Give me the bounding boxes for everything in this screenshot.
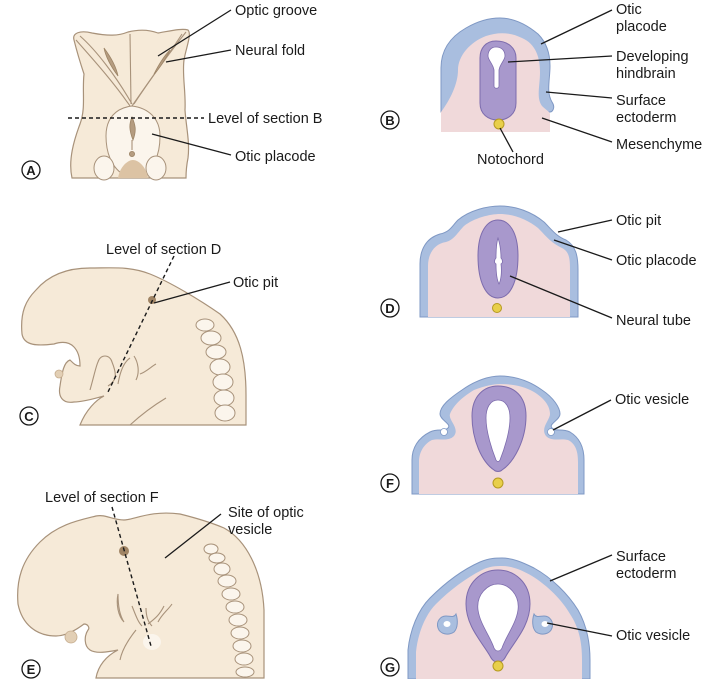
otic-vesicle-right [547, 428, 555, 436]
label-level-section-b: Level of section B [208, 111, 322, 127]
label-developing-2: hindbrain [616, 66, 676, 82]
label-neural-tube: Neural tube [616, 313, 691, 329]
panel-e: Level of section F Site of optic vesicle… [17, 490, 304, 679]
label-otic-pit: Otic pit [616, 213, 661, 229]
label-vesicle: vesicle [228, 522, 272, 538]
optic-groove-left [103, 47, 119, 77]
label-otic-pit: Otic pit [233, 275, 278, 291]
label-level-section-d: Level of section D [106, 242, 221, 258]
panel-d: Otic pit Otic placode Neural tube D [380, 205, 697, 329]
label-surface-2: ectoderm [616, 566, 676, 582]
embryo-dorsal-view [70, 28, 190, 181]
panel-g: Surface ectoderm Otic vesicle G [380, 549, 690, 679]
panel-c: Level of section D Otic pit C [19, 242, 278, 426]
label-otic-vesicle: Otic vesicle [615, 392, 689, 408]
label-otic-placode: Otic placode [616, 253, 697, 269]
label-neural-fold: Neural fold [235, 43, 305, 59]
label-otic-placode: Otic placode [235, 149, 316, 165]
panel-a: Optic groove Neural fold Level of sectio… [21, 3, 322, 181]
label-surface-1: Surface [616, 93, 666, 109]
panel-letter-g: G [385, 660, 395, 675]
label-site-of-optic: Site of optic [228, 505, 304, 521]
label-level-section-f: Level of section F [45, 490, 159, 506]
label-otic-placode-1: Otic [616, 2, 642, 18]
label-surface-1: Surface [616, 549, 666, 565]
somites [203, 543, 255, 678]
panel-letter-e: E [27, 662, 36, 677]
embryo-lateral-view [17, 512, 265, 679]
label-mesenchyme: Mesenchyme [616, 137, 702, 153]
embryo-lateral-view [21, 267, 247, 426]
panel-f: Otic vesicle F [380, 375, 689, 495]
panel-letter-d: D [385, 301, 394, 316]
panel-letter-a: A [26, 163, 36, 178]
label-notochord: Notochord [477, 152, 544, 168]
notochord [492, 477, 504, 489]
label-optic-groove: Optic groove [235, 3, 317, 19]
section-f-level-line [111, 506, 152, 647]
panel-letter-f: F [386, 476, 394, 491]
otic-vesicle-left [440, 428, 448, 436]
notochord [492, 660, 504, 672]
otic-vesicle-left [437, 612, 458, 635]
label-otic-vesicle: Otic vesicle [616, 628, 690, 644]
panel-letter-c: C [24, 409, 34, 424]
label-developing-1: Developing [616, 49, 689, 65]
label-surface-2: ectoderm [616, 110, 676, 126]
optic-groove-right [153, 49, 171, 75]
panel-b: Otic placode Developing hindbrain Surfac… [380, 2, 702, 168]
otic-vesicle-right [532, 612, 553, 635]
notochord [492, 303, 502, 313]
somites [195, 318, 236, 422]
label-otic-placode-2: placode [616, 19, 667, 35]
notochord [493, 118, 505, 130]
panel-letter-b: B [385, 113, 394, 128]
